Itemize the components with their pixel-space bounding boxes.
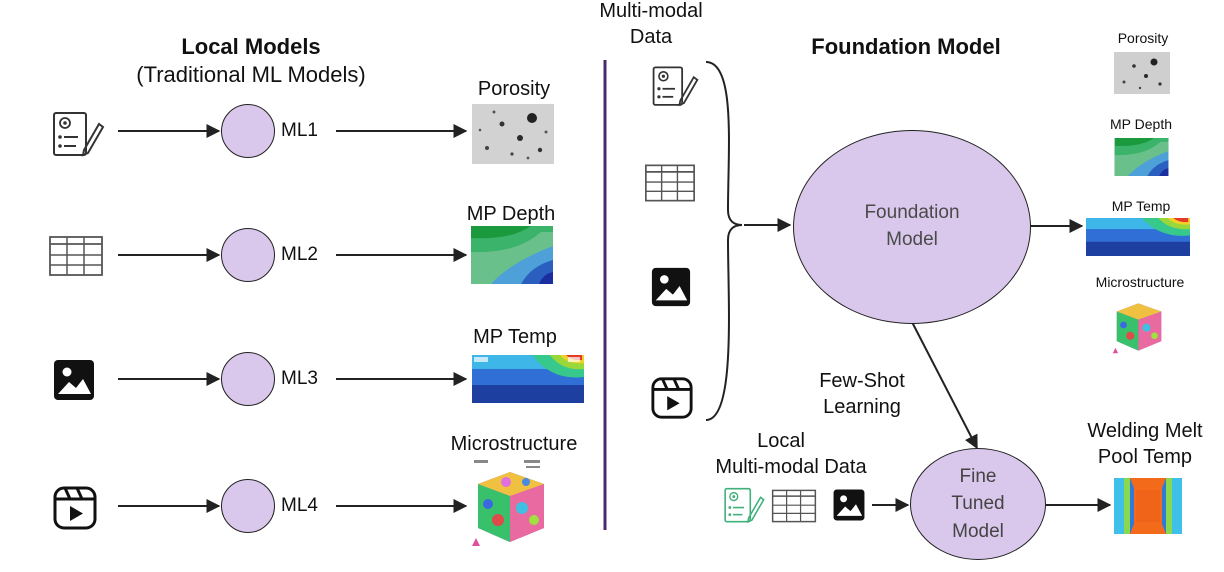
document-gear-icon-green (722, 485, 766, 527)
local-data-label-line2: Multi-modal Data (715, 456, 867, 478)
output-label-porosity: Porosity (477, 78, 551, 100)
fm-mp-depth-image (1114, 138, 1169, 176)
foundation-model-node: Foundation Model (793, 130, 1031, 324)
fm-output-label-microstructure: Microstructure (1095, 274, 1185, 290)
foundation-model-title: Foundation Model (811, 34, 1001, 59)
ml4-node (221, 479, 275, 533)
image-icon (832, 488, 866, 522)
arrow-foundation-finetuned (911, 321, 978, 450)
local-models-title: Local Models (181, 34, 321, 59)
few-shot-label-line2: Learning (823, 396, 901, 418)
multimodal-data-label-line2: Data (629, 26, 673, 48)
few-shot-label-line1: Few-Shot (819, 370, 905, 392)
fine-tuned-label-line3: Model (952, 520, 1004, 542)
fm-mp-temp-image (1086, 218, 1190, 256)
microstructure-image (466, 458, 550, 550)
table-icon (48, 234, 104, 278)
input-brace (705, 61, 743, 421)
local-models-subtitle: (Traditional ML Models) (136, 62, 366, 87)
fm-porosity-image (1114, 52, 1170, 94)
fm-output-label-porosity: Porosity (1117, 30, 1169, 46)
ml1-label: ML1 (281, 120, 318, 141)
image-icon (650, 266, 692, 308)
mp-depth-image (471, 226, 553, 284)
document-gear-icon (50, 110, 106, 160)
video-icon (650, 376, 694, 420)
output-label-mp-temp: MP Temp (473, 326, 557, 348)
welding-label-line2: Pool Temp (1097, 446, 1193, 468)
welding-melt-pool-image (1114, 478, 1182, 534)
mp-temp-image (472, 355, 584, 403)
table-icon (644, 162, 696, 204)
ml4-label: ML4 (281, 495, 318, 516)
fine-tuned-label-line1: Fine (959, 465, 997, 487)
ml3-node (221, 352, 275, 406)
fine-tuned-label-line2: Tuned (951, 493, 1005, 515)
foundation-model-label-line1: Foundation (864, 202, 960, 224)
ml1-node (221, 104, 275, 158)
local-data-label-line1: Local (757, 430, 805, 452)
ml2-node (221, 228, 275, 282)
document-gear-icon (650, 64, 700, 110)
ml2-label: ML2 (281, 244, 318, 265)
image-icon (52, 358, 96, 402)
ml3-label: ML3 (281, 368, 318, 389)
foundation-model-label-line2: Model (886, 229, 938, 250)
video-icon (52, 485, 98, 531)
table-icon (771, 487, 817, 525)
multimodal-data-label-line1: Multi-modal (599, 0, 703, 22)
porosity-image (472, 104, 554, 164)
output-label-microstructure: Microstructure (450, 433, 578, 455)
fine-tuned-model-node: Fine Tuned Model (910, 448, 1046, 560)
fm-microstructure-image (1106, 294, 1168, 356)
fm-output-label-mp-temp: MP Temp (1111, 198, 1171, 214)
fm-output-label-mp-depth: MP Depth (1110, 116, 1172, 132)
welding-label-line1: Welding Melt (1087, 420, 1203, 442)
output-label-mp-depth: MP Depth (466, 203, 556, 225)
